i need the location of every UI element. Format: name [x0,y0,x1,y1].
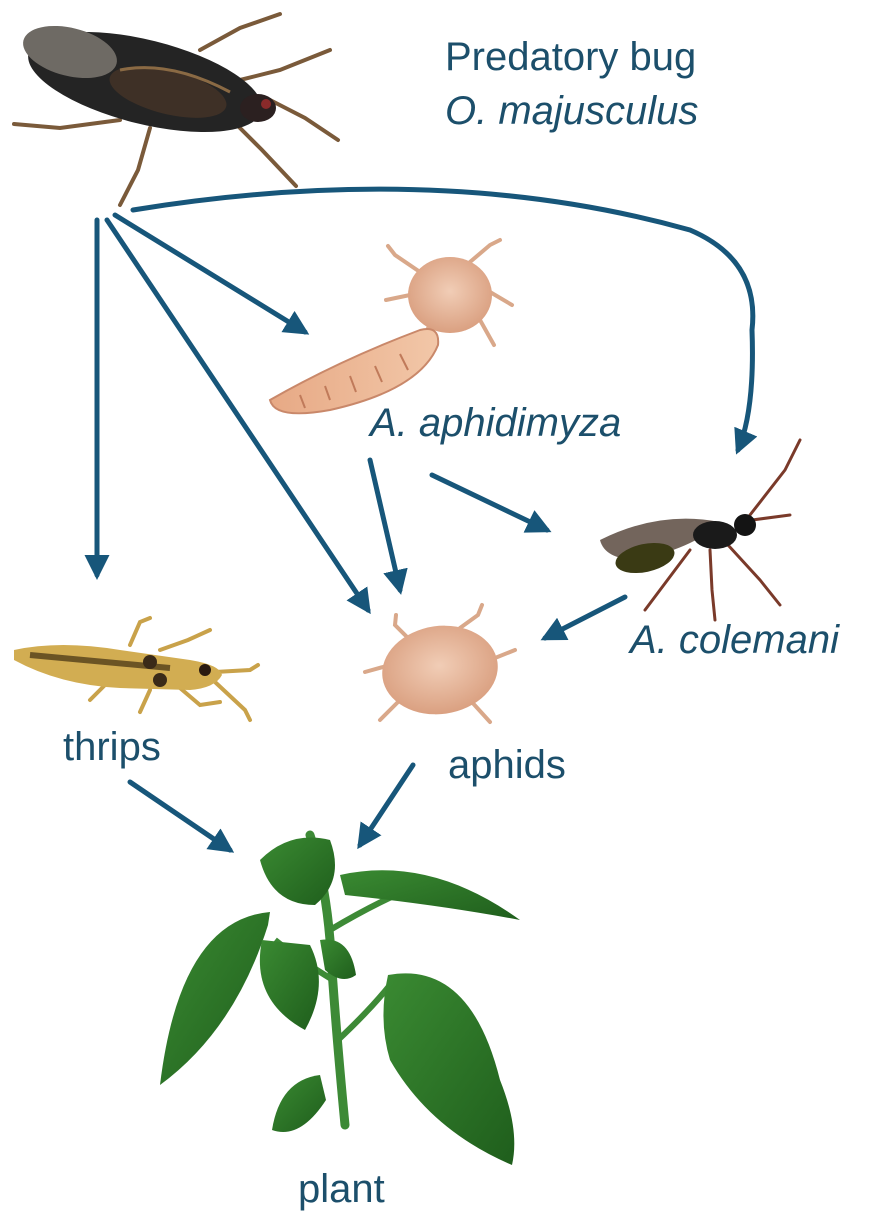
arrow-thrips-to-plant [130,782,230,850]
predator-species-label: O. majusculus [445,89,698,133]
midge-species-label: A. aphidimyza [368,401,621,445]
plant-image [160,835,520,1165]
wasp-species-label: A. colemani [628,618,840,662]
arrow-midge-to-aphids [370,460,400,590]
arrow-midge-to-wasp [432,475,547,530]
midge-larva-image [270,240,512,413]
aphid-image [365,605,515,722]
aphids-label: aphids [448,743,566,787]
wasp-image [600,440,800,620]
thrips-image [14,618,258,720]
thrips-label: thrips [63,725,161,769]
arrow-predator-to-aphids [107,220,368,610]
predator-common-name-label: Predatory bug [445,35,696,79]
arrow-wasp-to-aphids [545,597,625,638]
predatory-bug-image [14,12,338,205]
plant-label: plant [298,1167,385,1211]
arrow-aphids-to-plant [360,765,413,845]
